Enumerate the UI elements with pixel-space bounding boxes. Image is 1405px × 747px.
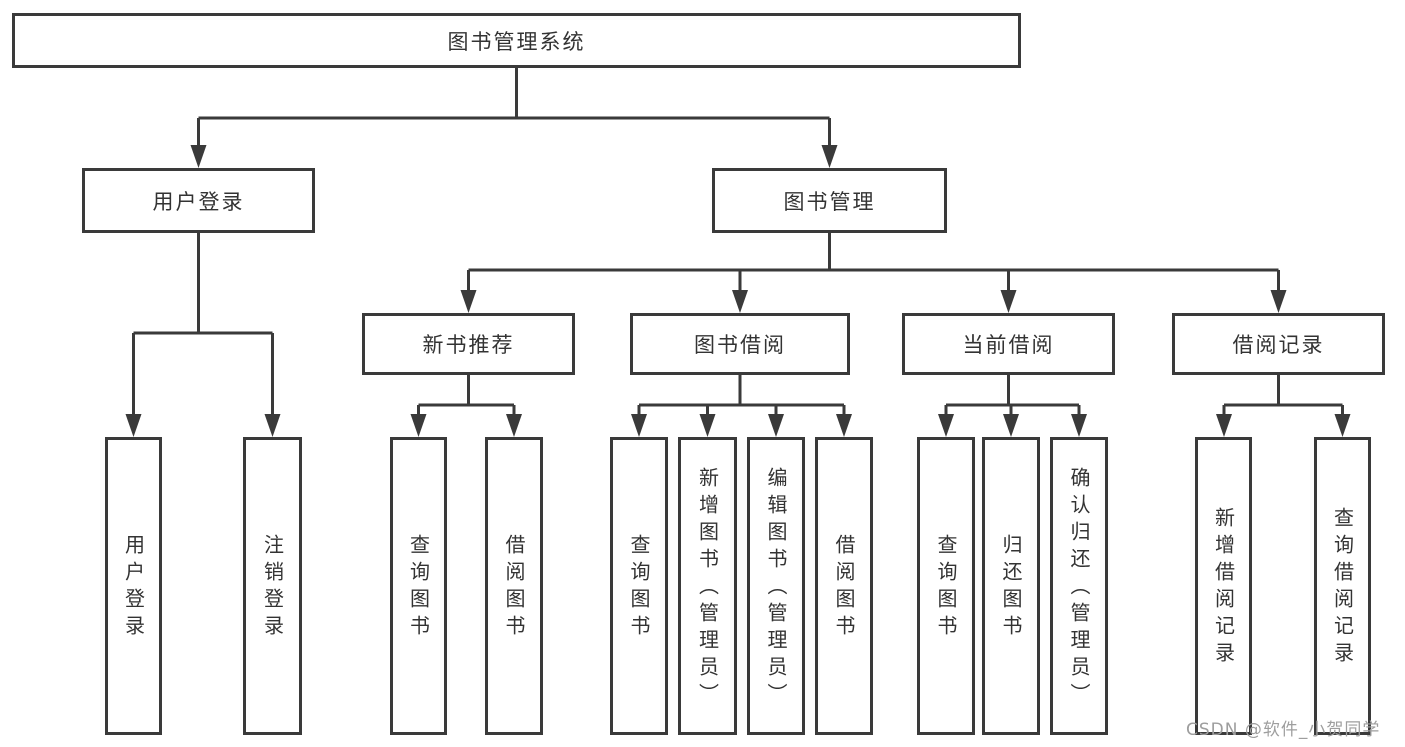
node-current-borrow: 当前借阅 xyxy=(902,313,1115,375)
leaf-user-login: 用户登录 xyxy=(105,437,162,735)
arrow-down-icon xyxy=(190,145,207,168)
arrow-down-icon xyxy=(1334,414,1351,437)
arrowhead-icons xyxy=(125,145,1351,437)
arrow-down-icon xyxy=(264,414,281,437)
leaf-add-borrow-record: 新增借阅记录 xyxy=(1195,437,1252,735)
leaf-query-borrow-record: 查询借阅记录 xyxy=(1314,437,1371,735)
arrow-down-icon xyxy=(125,414,142,437)
arrow-down-icon xyxy=(410,414,427,437)
node-book-borrow: 图书借阅 xyxy=(630,313,850,375)
leaf-borrow-books-newrec: 借阅图书 xyxy=(485,437,543,735)
arrow-down-icon xyxy=(938,414,954,437)
arrow-down-icon xyxy=(699,414,716,437)
arrow-down-icon xyxy=(460,290,477,313)
node-root-system: 图书管理系统 xyxy=(12,13,1021,68)
arrow-down-icon xyxy=(631,414,647,437)
arrow-down-icon xyxy=(1216,414,1232,437)
leaf-query-books-newrec: 查询图书 xyxy=(390,437,447,735)
leaf-edit-book-admin: 编辑图书（管理员） xyxy=(747,437,805,735)
leaf-logout: 注销登录 xyxy=(243,437,302,735)
arrow-down-icon xyxy=(836,414,852,437)
leaf-confirm-return-admin: 确认归还（管理员） xyxy=(1050,437,1108,735)
csdn-watermark: CSDN @软件_小贺同学 xyxy=(1186,720,1381,740)
node-user-login: 用户登录 xyxy=(82,168,315,233)
arrow-down-icon xyxy=(1071,414,1087,437)
arrow-down-icon xyxy=(1003,414,1019,437)
leaf-query-books-borrow: 查询图书 xyxy=(610,437,668,735)
arrow-down-icon xyxy=(768,414,784,437)
node-new-book-recommend: 新书推荐 xyxy=(362,313,575,375)
leaf-return-book: 归还图书 xyxy=(982,437,1040,735)
arrow-down-icon xyxy=(821,145,838,168)
arrow-down-icon xyxy=(506,414,522,437)
leaf-add-book-admin: 新增图书（管理员） xyxy=(678,437,737,735)
leaf-borrow-books-borrow: 借阅图书 xyxy=(815,437,873,735)
connector-lines xyxy=(132,68,1344,416)
arrow-down-icon xyxy=(1000,290,1017,313)
arrow-down-icon xyxy=(732,290,748,313)
arrow-down-icon xyxy=(1270,290,1287,313)
node-book-management: 图书管理 xyxy=(712,168,947,233)
leaf-query-books-current: 查询图书 xyxy=(917,437,975,735)
node-borrow-records: 借阅记录 xyxy=(1172,313,1385,375)
